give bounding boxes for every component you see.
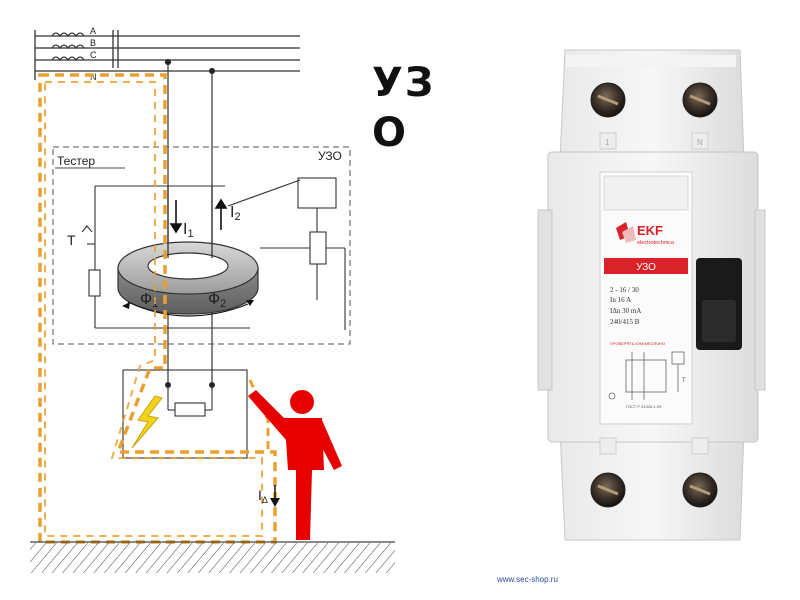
phase-c-label: C <box>90 50 97 60</box>
flux-2-label: Ф2 <box>208 291 226 310</box>
lightning-icon <box>131 395 163 449</box>
rcd-box-label: УЗО <box>318 149 342 163</box>
device-model: УЗО <box>636 262 656 273</box>
trip-relay <box>227 177 346 330</box>
current-arrows <box>169 198 228 234</box>
leak-current-label: IΔ <box>258 487 268 505</box>
tester-label: Тестер <box>57 154 95 168</box>
spec-current: In 16 A <box>610 296 631 304</box>
toroid-core <box>117 186 259 317</box>
page-title: УЗ О <box>372 58 442 158</box>
terminal-n-mark: N <box>697 138 703 147</box>
neutral-label: N <box>90 72 97 82</box>
test-t-label: Т <box>67 232 76 248</box>
current-i1-label: I1 <box>183 221 194 240</box>
circuit-pictogram <box>625 351 685 400</box>
brand-name: EKF <box>637 223 663 238</box>
tester-circuit <box>81 185 250 329</box>
test-button-mark: T <box>682 378 686 384</box>
ground-hatch <box>30 541 395 573</box>
person-icon <box>248 390 342 540</box>
standard-text: ГОСТ Р 51326.1-99 <box>626 404 662 409</box>
phase-b-label: B <box>90 38 96 48</box>
phase-a-label: A <box>90 26 96 36</box>
load-box <box>122 369 248 459</box>
spec-rating: 2 - 16 / 30 <box>610 286 639 294</box>
test-note: ПРОВЕРЯТЬ ЕЖЕМЕСЯЧНО <box>610 341 665 346</box>
terminal-1-mark: 1 <box>605 138 610 147</box>
brand-sub: electrotechnica <box>637 240 675 246</box>
watermark-url: www.sec-shop.ru <box>497 575 558 584</box>
title-line-1: УЗ <box>372 60 436 106</box>
spec-voltage: 240/415 В <box>610 318 640 326</box>
title-line-2: О <box>372 110 409 156</box>
rcd-device <box>537 49 766 541</box>
spec-leak: IΔn 30 mA <box>610 307 641 315</box>
rcd-box <box>52 146 351 345</box>
current-i2-label: I2 <box>230 204 241 223</box>
